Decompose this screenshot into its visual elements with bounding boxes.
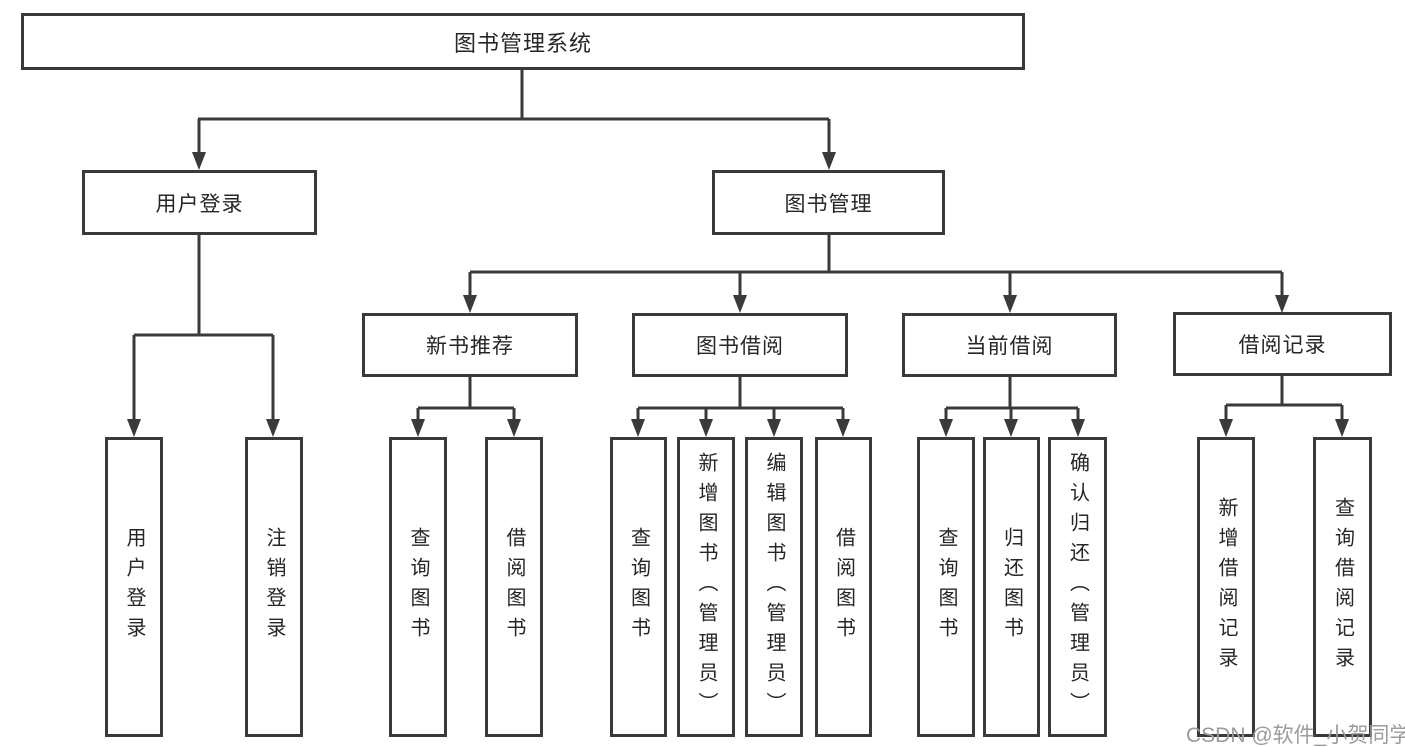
node-label: 查询图书 [627, 527, 650, 647]
node-label: 借阅图书 [503, 527, 525, 647]
node-leaf-current-query-books: 查询图书 [917, 437, 975, 737]
node-label: 确认归还（管理员） [1066, 452, 1089, 722]
node-label: 注销登录 [263, 527, 285, 647]
node-leaf-borrow-edit-books: 编辑图书（管理员） [745, 437, 803, 737]
node-label: 查询图书 [407, 527, 429, 647]
node-label: 归还图书 [1000, 527, 1023, 647]
node-leaf-recommend-borrow-books: 借阅图书 [485, 437, 543, 737]
node-borrow-records: 借阅记录 [1173, 312, 1392, 376]
node-leaf-borrow-query-books: 查询图书 [610, 437, 667, 737]
node-leaf-records-add-record: 新增借阅记录 [1197, 437, 1255, 737]
node-label: 查询借阅记录 [1331, 497, 1354, 677]
node-label: 用户登录 [155, 192, 244, 216]
node-label: 查询图书 [935, 527, 957, 647]
node-leaf-user-login-action: 用户登录 [105, 437, 163, 737]
node-current-borrow: 当前借阅 [902, 313, 1117, 377]
node-label: 借阅图书 [832, 527, 855, 647]
node-book-borrow: 图书借阅 [632, 313, 848, 377]
node-label: 图书管理系统 [453, 30, 592, 56]
node-leaf-recommend-query-books: 查询图书 [389, 437, 447, 737]
node-leaf-borrow-add-books: 新增图书（管理员） [677, 437, 735, 737]
node-library-management-system: 图书管理系统 [21, 13, 1025, 70]
node-leaf-logout-action: 注销登录 [245, 437, 303, 737]
node-leaf-borrow-borrow-books: 借阅图书 [815, 437, 872, 737]
node-label: 图书借阅 [696, 335, 784, 358]
node-book-management: 图书管理 [712, 170, 945, 235]
node-label: 新增借阅记录 [1215, 497, 1237, 677]
node-leaf-current-return-books: 归还图书 [983, 437, 1040, 737]
arrowheads [127, 152, 1349, 437]
node-label: 借阅记录 [1238, 334, 1327, 357]
node-label: 新增图书（管理员） [695, 452, 717, 722]
node-user-login: 用户登录 [82, 170, 317, 235]
node-label: 用户登录 [123, 527, 145, 647]
node-label: 当前借阅 [965, 335, 1054, 358]
csdn-watermark: CSDN @软件_小贺同学 [1186, 724, 1405, 747]
node-leaf-current-confirm-return: 确认归还（管理员） [1048, 437, 1107, 737]
node-new-book-recommend: 新书推荐 [362, 313, 578, 377]
node-label: 新书推荐 [426, 335, 514, 358]
node-label: 编辑图书（管理员） [763, 452, 785, 722]
node-label: 图书管理 [784, 192, 873, 216]
node-leaf-records-query-record: 查询借阅记录 [1313, 437, 1372, 737]
